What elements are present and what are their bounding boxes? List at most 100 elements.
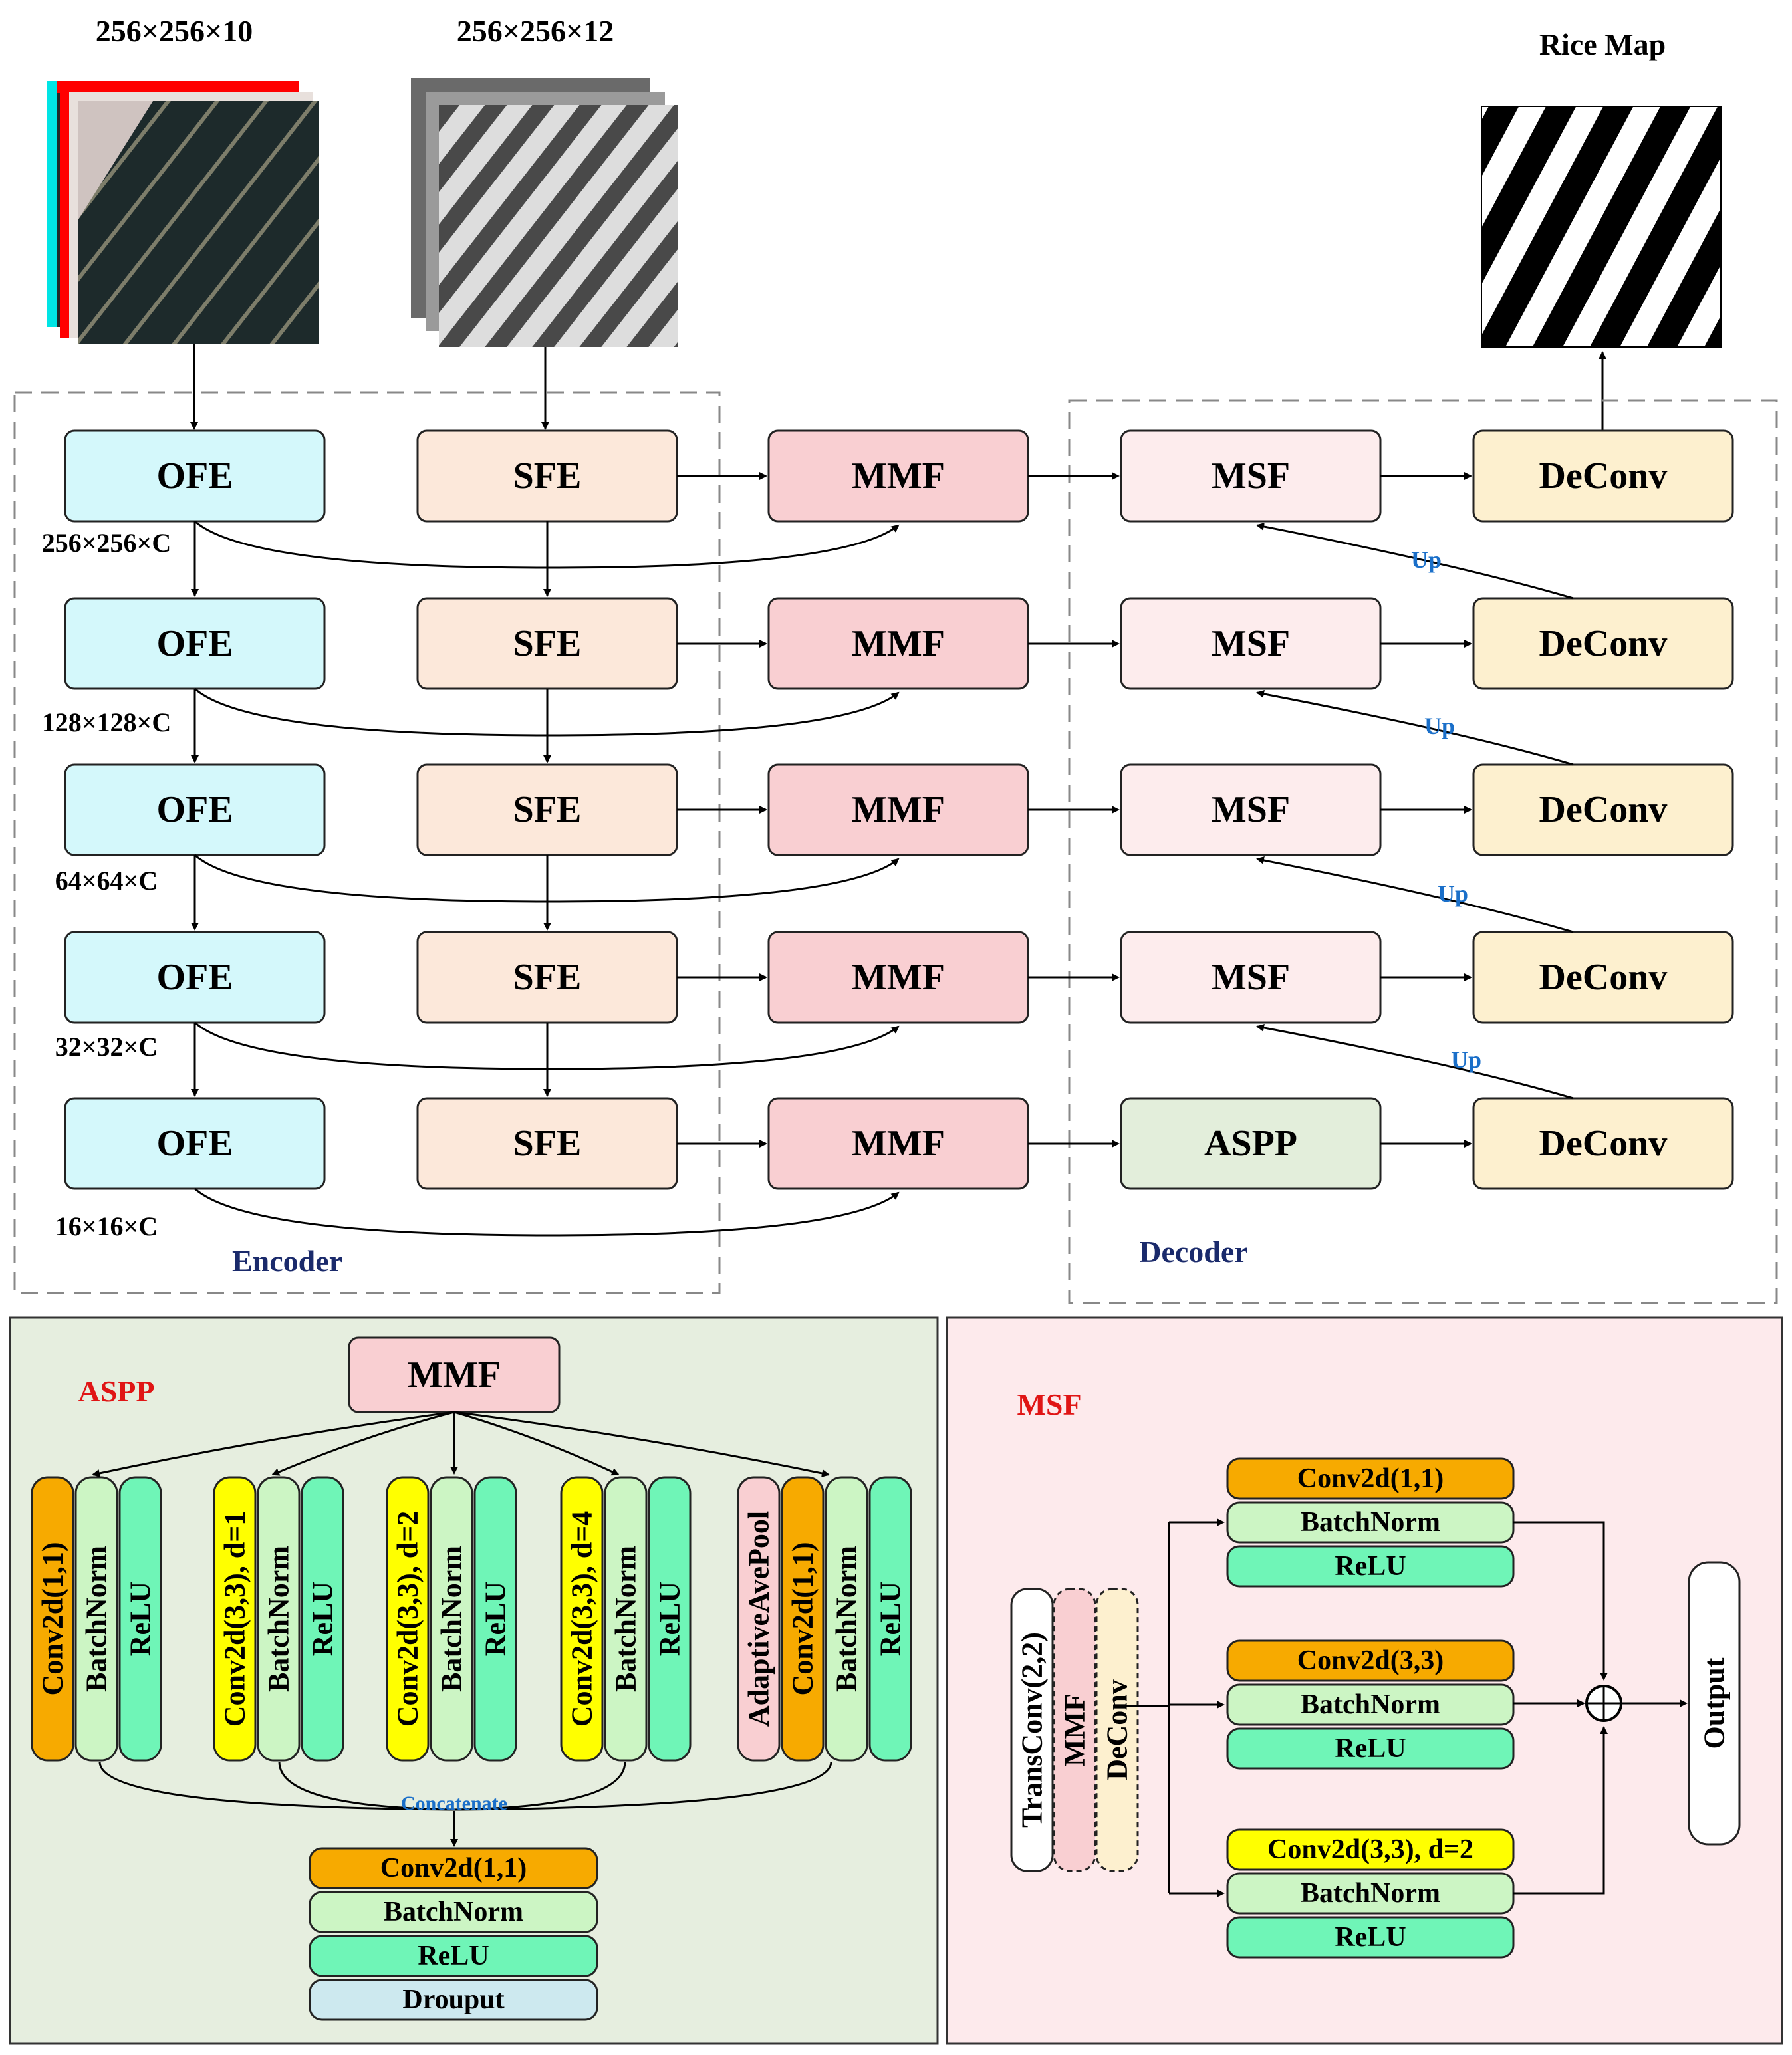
skip-curve bbox=[194, 1187, 900, 1237]
up-label-1: Up bbox=[1411, 546, 1442, 573]
aspp-branch5-layer2 bbox=[781, 1476, 825, 1762]
up-curve bbox=[1256, 689, 1574, 766]
aspp-fan-arrow bbox=[92, 1411, 455, 1477]
aspp-block-label: ASPP bbox=[1204, 1123, 1297, 1164]
aspp-branch5-layer1-label: AdaptiveAvePool bbox=[743, 1511, 775, 1727]
scale-label-5: 16×16×C bbox=[55, 1211, 158, 1241]
ofe-block-4-label: OFE bbox=[156, 957, 233, 998]
aspp-branch2-layer3-label: ReLU bbox=[307, 1582, 339, 1656]
deconv-block-3 bbox=[1472, 763, 1734, 856]
msf-block-2-label: MSF bbox=[1212, 623, 1290, 664]
aspp-concatenate-label: Concatenate bbox=[401, 1792, 507, 1814]
ofe-block-1-label: OFE bbox=[156, 455, 233, 497]
msf-to-sum-arrow bbox=[1513, 1521, 1608, 1681]
ofe-block-5-label: OFE bbox=[156, 1123, 233, 1164]
scale-label-4: 32×32×C bbox=[55, 1032, 158, 1062]
scale-label-1: 256×256×C bbox=[42, 528, 171, 558]
aspp-branch5-layer4 bbox=[868, 1476, 912, 1762]
msf-input-2 bbox=[1053, 1588, 1096, 1872]
sfe-block-5-label: SFE bbox=[513, 1123, 582, 1164]
rice-map-title: Rice Map bbox=[1539, 27, 1666, 61]
aspp-concat-curve bbox=[278, 1761, 455, 1811]
main-nodes: OFE SFE MMF MSF DeConv 256×256×C OFE SFE MMF MSF D… bbox=[42, 429, 1734, 1241]
aspp-branch2-layer1 bbox=[213, 1476, 257, 1762]
scale-label-2: 128×128×C bbox=[42, 707, 171, 737]
aspp-branch1-layer1 bbox=[31, 1476, 74, 1762]
msf-output-label: Output bbox=[1698, 1657, 1731, 1749]
aspp-tail-layer-2 bbox=[309, 1891, 598, 1933]
aspp-branch1-layer3 bbox=[118, 1476, 162, 1762]
deconv-block-5 bbox=[1472, 1097, 1734, 1190]
msf-branch3-layer1-label: Conv2d(3,3), d=2 bbox=[1267, 1834, 1473, 1865]
aspp-branch2-layer2-label: BatchNorm bbox=[263, 1546, 295, 1692]
mmf-block-3-label: MMF bbox=[852, 789, 945, 830]
mmf-block-5-label: MMF bbox=[852, 1123, 945, 1164]
up-label-3: Up bbox=[1438, 880, 1468, 907]
msf-branch1-layer1-label: Conv2d(1,1) bbox=[1297, 1463, 1444, 1494]
msf-branch2-layer1-label: Conv2d(3,3) bbox=[1297, 1645, 1444, 1676]
sfe-block-1-label: SFE bbox=[513, 455, 582, 497]
msf-branch3-layer1 bbox=[1226, 1828, 1515, 1871]
aspp-branch3-layer1 bbox=[386, 1476, 430, 1762]
msf-input-1-label: TransConv(2,2) bbox=[1016, 1632, 1049, 1828]
msf-branch1-layer1 bbox=[1226, 1457, 1515, 1500]
up-curve bbox=[1256, 1023, 1574, 1100]
deconv-block-5-label: DeConv bbox=[1539, 1123, 1668, 1164]
msf-input-2-label: MMF bbox=[1059, 1693, 1091, 1766]
sar-input-dims: 256×256×12 bbox=[457, 14, 614, 48]
aspp-branch3-layer3-label: ReLU bbox=[479, 1582, 512, 1656]
aspp-tail-layer-4 bbox=[309, 1979, 598, 2021]
aspp-branch5-layer3-label: BatchNorm bbox=[831, 1546, 863, 1692]
optical-input-dims: 256×256×10 bbox=[96, 14, 253, 48]
msf-branch2-layer1 bbox=[1226, 1639, 1515, 1682]
aspp-branch4-layer2 bbox=[604, 1476, 648, 1762]
sfe-block-2-label: SFE bbox=[513, 623, 582, 664]
up-label-4: Up bbox=[1451, 1046, 1481, 1073]
msf-branch2-layer3 bbox=[1226, 1727, 1515, 1770]
optical-input-stack bbox=[47, 81, 319, 344]
aspp-concat-curve bbox=[98, 1761, 455, 1811]
aspp-branch2-layer3 bbox=[301, 1476, 344, 1762]
deconv-block-4-label: DeConv bbox=[1539, 957, 1668, 998]
aspp-branch3-layer2 bbox=[430, 1476, 473, 1762]
aspp-branch5-layer2-label: Conv2d(1,1) bbox=[787, 1542, 819, 1695]
ofe-block-3-label: OFE bbox=[156, 789, 233, 830]
up-curve bbox=[1256, 856, 1574, 933]
encoder-label: Encoder bbox=[232, 1244, 342, 1278]
aspp-branch2-layer1-label: Conv2d(3,3), d=1 bbox=[219, 1511, 251, 1727]
aspp-branch5-layer3 bbox=[825, 1476, 868, 1762]
msf-branch1-layer3 bbox=[1226, 1545, 1515, 1588]
aspp-branch4-layer1 bbox=[560, 1476, 604, 1762]
aspp-fan-arrow bbox=[271, 1411, 455, 1476]
deconv-block-2-label: DeConv bbox=[1539, 623, 1668, 664]
msf-block-3-label: MSF bbox=[1212, 789, 1290, 830]
aspp-branch1-layer2-label: BatchNorm bbox=[80, 1546, 113, 1692]
aspp-branch5-layer4-label: ReLU bbox=[874, 1582, 907, 1656]
msf-input-3 bbox=[1095, 1588, 1139, 1872]
msf-to-sum-arrow bbox=[1513, 1726, 1608, 1895]
aspp-content: MMF Conv2d(1,1) BatchNorm ReLU Conv2d(3,3), … bbox=[31, 1336, 912, 2021]
msf-block-4-label: MSF bbox=[1212, 957, 1290, 998]
aspp-tail-layer-1-label: Conv2d(1,1) bbox=[380, 1853, 527, 1883]
aspp-tail-layer-1 bbox=[309, 1847, 598, 1889]
msf-panel-title: MSF bbox=[1017, 1388, 1081, 1421]
scale-label-3: 64×64×C bbox=[55, 866, 158, 896]
sfe-block-4-label: SFE bbox=[513, 957, 582, 998]
aspp-branch2-layer2 bbox=[257, 1476, 301, 1762]
aspp-tail-layer-2-label: BatchNorm bbox=[384, 1897, 523, 1927]
aspp-branch4-layer1-label: Conv2d(3,3), d=4 bbox=[566, 1511, 598, 1727]
sfe-block-3-label: SFE bbox=[513, 789, 582, 830]
aspp-tail-layer-4-label: Drouput bbox=[402, 1985, 504, 2015]
deconv-block-2 bbox=[1472, 597, 1734, 690]
aspp-branch3-layer1-label: Conv2d(3,3), d=2 bbox=[392, 1511, 424, 1727]
msf-branch2-layer2-label: BatchNorm bbox=[1301, 1689, 1440, 1720]
msf-branch3-layer3-label: ReLU bbox=[1335, 1922, 1406, 1953]
aspp-branch1-layer1-label: Conv2d(1,1) bbox=[37, 1542, 69, 1695]
deconv-block-1-label: DeConv bbox=[1539, 455, 1668, 497]
aspp-mmf-input-label: MMF bbox=[408, 1354, 501, 1395]
aspp-fan-arrow bbox=[453, 1411, 620, 1476]
aspp-branch4-layer2-label: BatchNorm bbox=[610, 1546, 642, 1692]
